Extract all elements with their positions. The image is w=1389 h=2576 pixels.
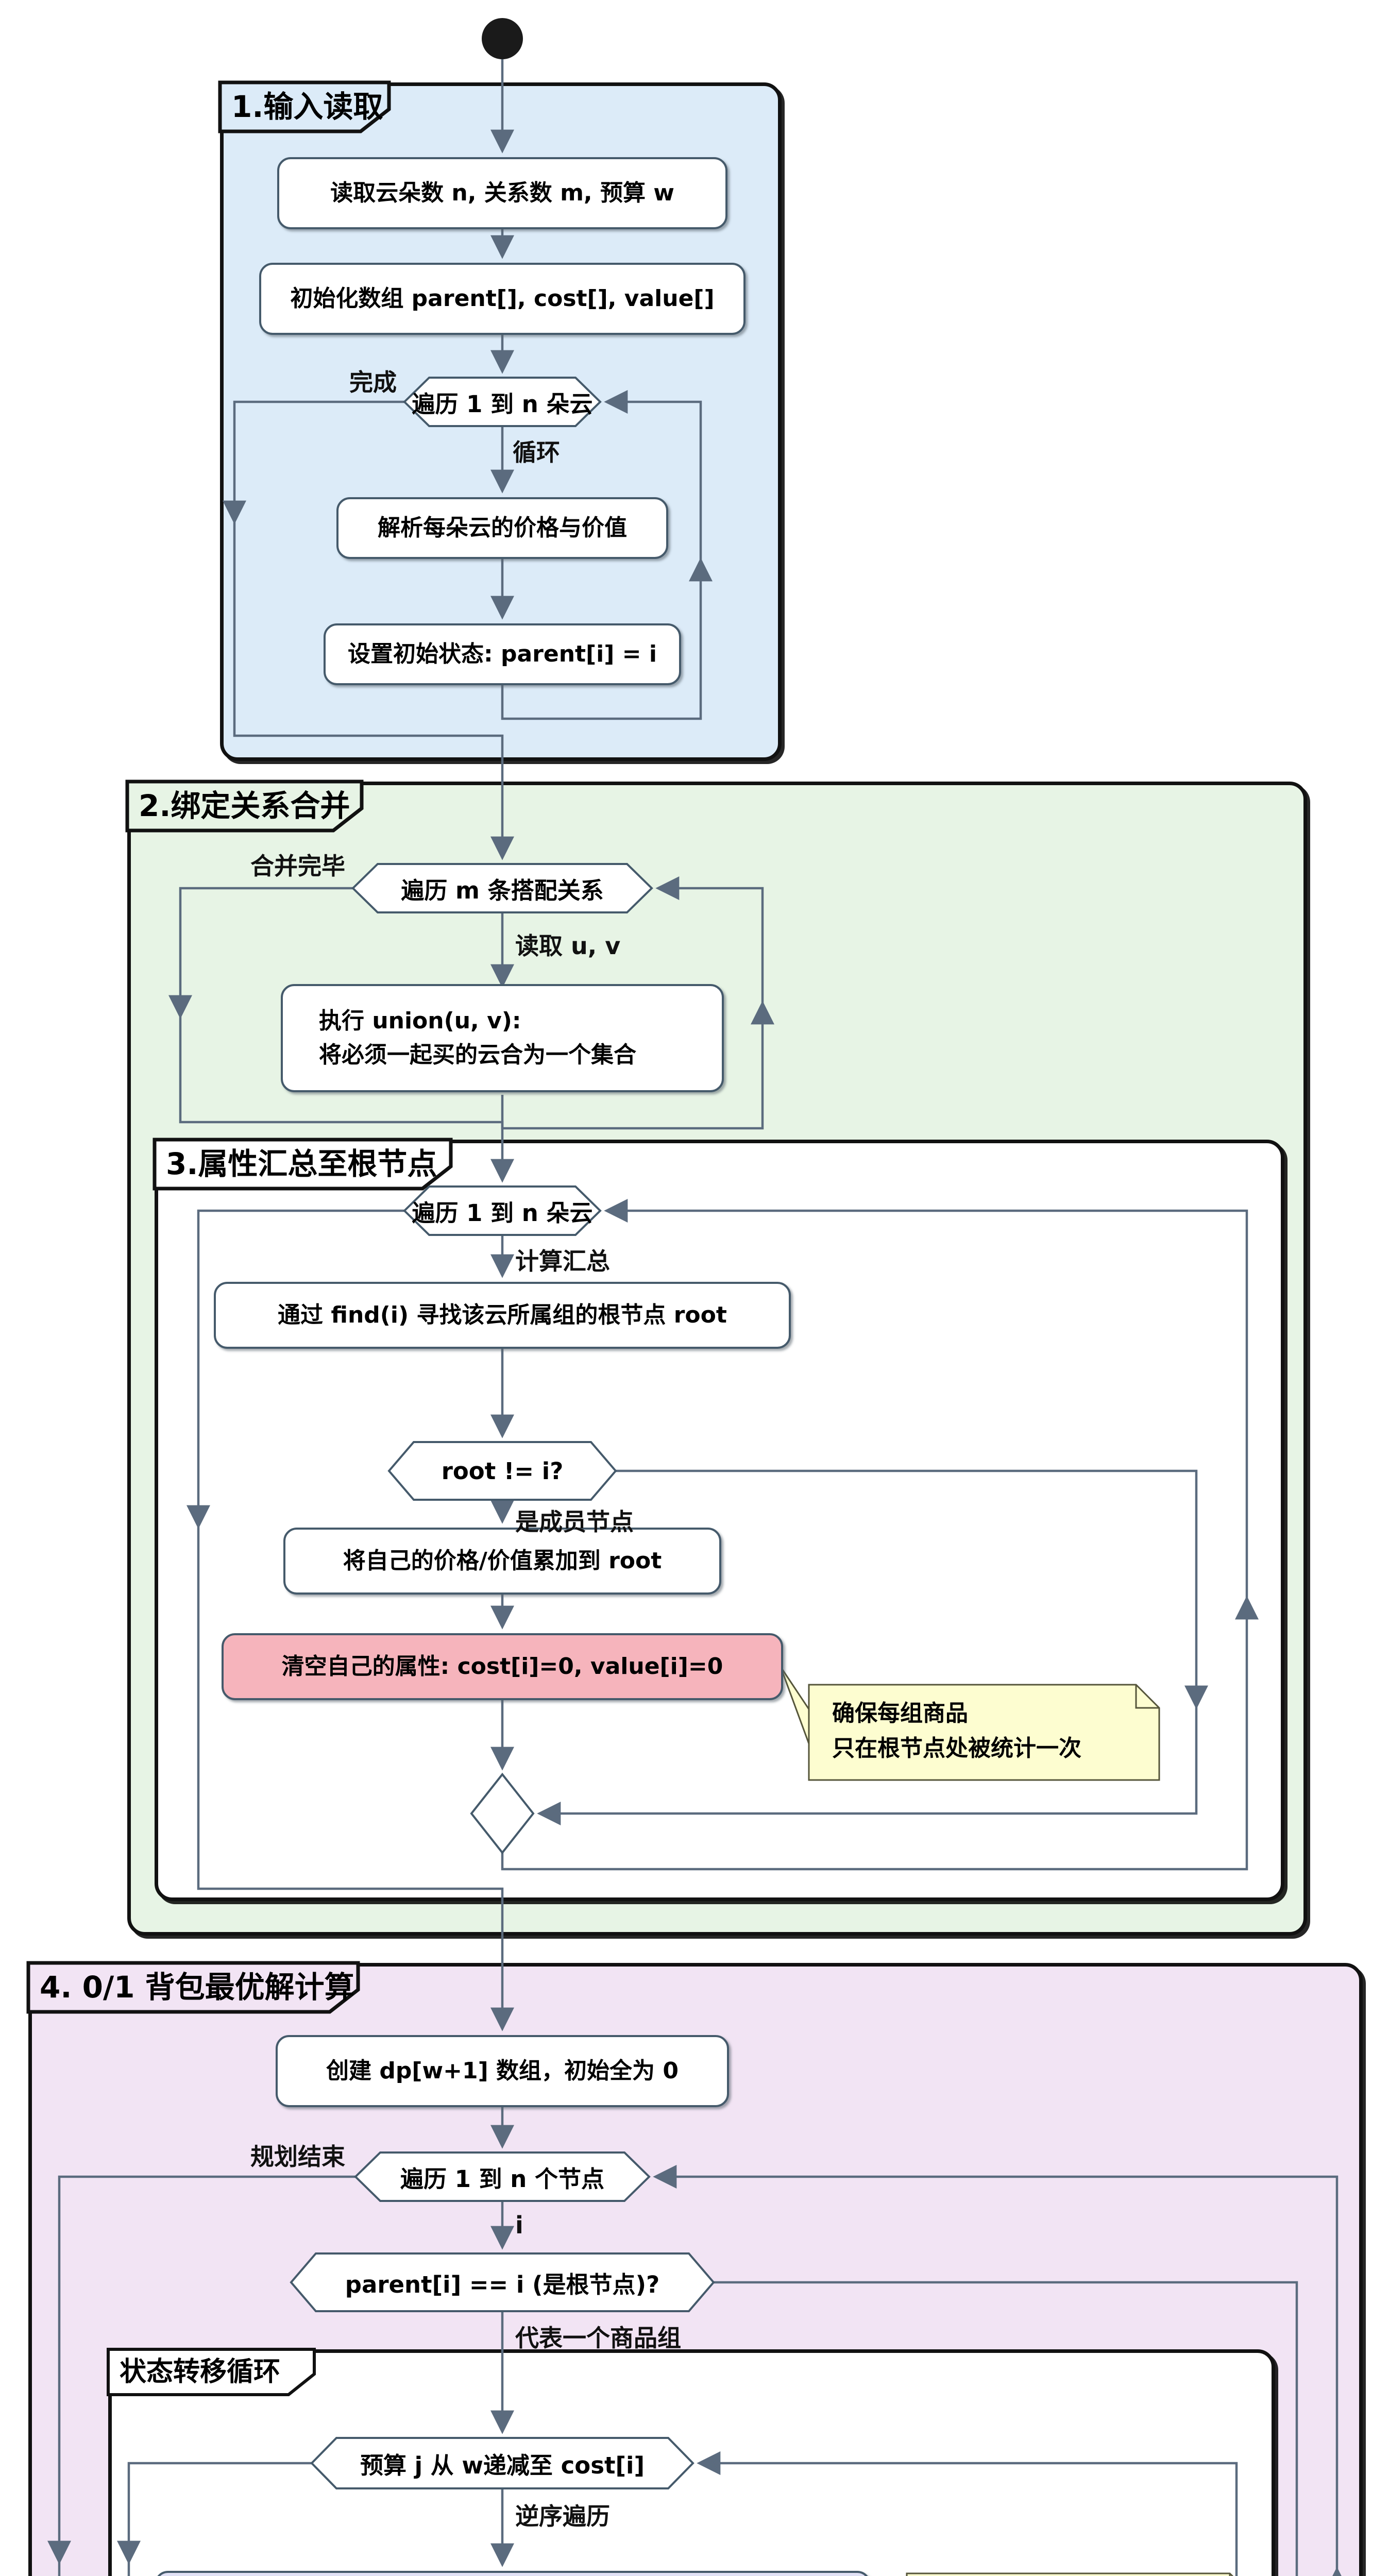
notes bbox=[780, 1666, 1234, 2576]
edge-loopn-exit bbox=[197, 1209, 514, 2031]
edge-loopnodes-exit bbox=[58, 2175, 355, 2576]
note-pointer bbox=[780, 1666, 812, 1751]
frame-tabs bbox=[26, 80, 453, 2396]
edge-setparent-loopback bbox=[501, 390, 702, 720]
hexagon-loop-clouds-init bbox=[403, 377, 602, 427]
hexagon-root-check bbox=[387, 1441, 617, 1501]
edge-merge2-loopback bbox=[653, 2165, 1339, 2576]
hexagon-budget-loop bbox=[310, 2437, 694, 2489]
hexagons bbox=[290, 377, 715, 2489]
note-fold-icon bbox=[1229, 2573, 1231, 2576]
merge-diamond-1 bbox=[470, 1772, 535, 1855]
merge-diamonds bbox=[470, 1772, 535, 1855]
edge-parentcheck-false bbox=[714, 2281, 1298, 2576]
tab-knapsack bbox=[26, 1961, 360, 2014]
edge-merge1-loopback bbox=[501, 1199, 1248, 1871]
edge-budget-exit bbox=[127, 2462, 312, 2576]
tab-transfer-loop bbox=[107, 2348, 316, 2396]
note-fold-icon bbox=[1135, 1685, 1159, 1709]
hexagon-loop-clouds-sum bbox=[403, 1185, 602, 1236]
edge-union-loopback bbox=[501, 876, 764, 1130]
start-node-icon bbox=[482, 18, 523, 59]
tab-aggregate bbox=[153, 1138, 453, 1191]
edge-transfer-loopback bbox=[697, 2451, 1238, 2576]
edge-rootcheck-false bbox=[537, 1469, 1198, 1825]
edge-loop1-exit bbox=[233, 400, 514, 860]
edge-loopm-exit bbox=[179, 887, 514, 1183]
hexagon-loop-relations bbox=[351, 863, 653, 913]
tab-merge bbox=[125, 779, 364, 833]
hexagon-loop-nodes bbox=[354, 2151, 651, 2202]
note-buy-once bbox=[906, 2572, 1234, 2576]
tab-input bbox=[218, 80, 391, 133]
note-count-once bbox=[808, 1684, 1160, 1781]
hexagon-parent-check bbox=[290, 2252, 715, 2312]
edges bbox=[47, 59, 1349, 2576]
